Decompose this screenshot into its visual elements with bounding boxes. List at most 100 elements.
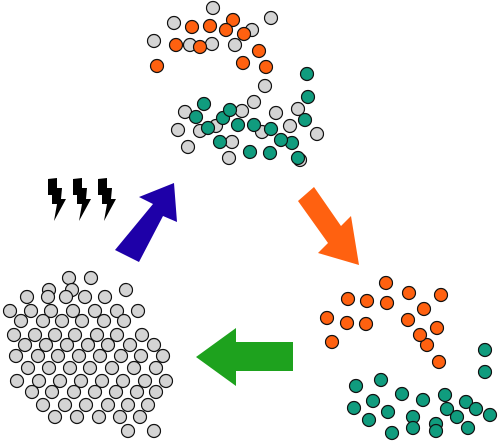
gray-particle	[146, 33, 162, 49]
gray-particle	[9, 373, 25, 389]
teal-particle	[222, 102, 238, 118]
gray-particle	[166, 15, 182, 31]
gray-particle	[30, 348, 46, 364]
gray-particle	[158, 373, 174, 389]
orange-particle	[431, 354, 447, 370]
gray-particle	[108, 384, 124, 400]
gray-particle	[120, 423, 136, 439]
orange-particle	[379, 295, 395, 311]
orange-particle	[401, 285, 417, 301]
gray-particle	[246, 94, 262, 110]
teal-particle	[297, 112, 313, 128]
teal-particle	[299, 66, 315, 82]
gray-particle	[116, 313, 132, 329]
gray-particle	[67, 327, 83, 343]
gray-particle	[61, 270, 77, 286]
teal-particle	[384, 425, 400, 441]
teal-particle	[373, 372, 389, 388]
green-arrow-icon	[196, 328, 293, 386]
gray-particle	[40, 289, 56, 305]
lightning-bolt-icon	[73, 178, 91, 221]
orange-particle	[412, 327, 428, 343]
teal-particle	[361, 412, 377, 428]
gray-particle	[35, 397, 51, 413]
gray-particle	[44, 384, 60, 400]
gray-particle	[23, 303, 39, 319]
gray-particle	[100, 337, 116, 353]
gray-particle	[66, 384, 82, 400]
gray-particle	[47, 409, 63, 425]
orange-arrow-icon	[298, 187, 359, 265]
gray-particle	[290, 101, 306, 117]
gray-particle	[115, 373, 131, 389]
orange-particle	[400, 312, 416, 328]
gray-particle	[27, 327, 43, 343]
gray-particle	[133, 348, 149, 364]
gray-particle	[73, 373, 89, 389]
teal-particle	[346, 400, 362, 416]
gray-particle	[87, 384, 103, 400]
teal-particle	[405, 420, 421, 436]
orange-particle	[225, 12, 241, 28]
gray-particle	[137, 373, 153, 389]
gray-particle	[221, 150, 237, 166]
teal-particle	[482, 407, 498, 423]
teal-particle	[468, 401, 484, 417]
gray-particle	[71, 348, 87, 364]
gray-particle	[282, 118, 298, 134]
teal-particle	[246, 117, 262, 133]
orange-particle	[419, 337, 435, 353]
teal-particle	[428, 423, 444, 439]
teal-particle	[437, 387, 453, 403]
gray-particle	[54, 313, 70, 329]
gray-particle	[146, 423, 162, 439]
gray-particle	[43, 303, 59, 319]
orange-particle	[258, 59, 274, 75]
teal-particle	[242, 144, 258, 160]
gray-particle	[17, 337, 33, 353]
gray-particle	[91, 409, 107, 425]
gray-particle	[109, 327, 125, 343]
gray-particle	[89, 327, 105, 343]
gray-particle	[82, 360, 98, 376]
orange-particle	[168, 37, 184, 53]
gray-particle	[112, 409, 128, 425]
teal-particle	[458, 394, 474, 410]
teal-particle	[188, 109, 204, 125]
gray-particle	[31, 373, 47, 389]
gray-particle	[8, 348, 24, 364]
gray-particle	[58, 289, 74, 305]
blue-arrow-icon	[115, 183, 177, 262]
teal-particle	[415, 392, 431, 408]
gray-particle	[113, 348, 129, 364]
gray-particle	[92, 348, 108, 364]
gray-particle	[65, 303, 81, 319]
orange-particle	[202, 18, 218, 34]
gray-particle	[83, 270, 99, 286]
teal-particle	[348, 378, 364, 394]
gray-particle	[118, 282, 134, 298]
orange-particle	[378, 275, 394, 291]
bottom-left-particle-cluster	[2, 270, 174, 439]
teal-particle	[212, 134, 228, 150]
gray-particle	[62, 360, 78, 376]
orange-particle	[192, 39, 208, 55]
gray-particle	[257, 78, 273, 94]
gray-particle	[13, 313, 29, 329]
teal-particle	[290, 150, 306, 166]
gray-particle	[100, 397, 116, 413]
orange-particle	[184, 19, 200, 35]
gray-particle	[122, 337, 138, 353]
orange-particle	[319, 310, 335, 326]
gray-particle	[263, 10, 279, 26]
teal-particle	[273, 132, 289, 148]
gray-particle	[94, 373, 110, 389]
teal-particle	[477, 364, 493, 380]
gray-particle	[2, 303, 18, 319]
teal-particle	[263, 121, 279, 137]
teal-particle	[262, 145, 278, 161]
gray-particle	[97, 289, 113, 305]
gray-particle	[268, 105, 284, 121]
orange-particle	[358, 316, 374, 332]
